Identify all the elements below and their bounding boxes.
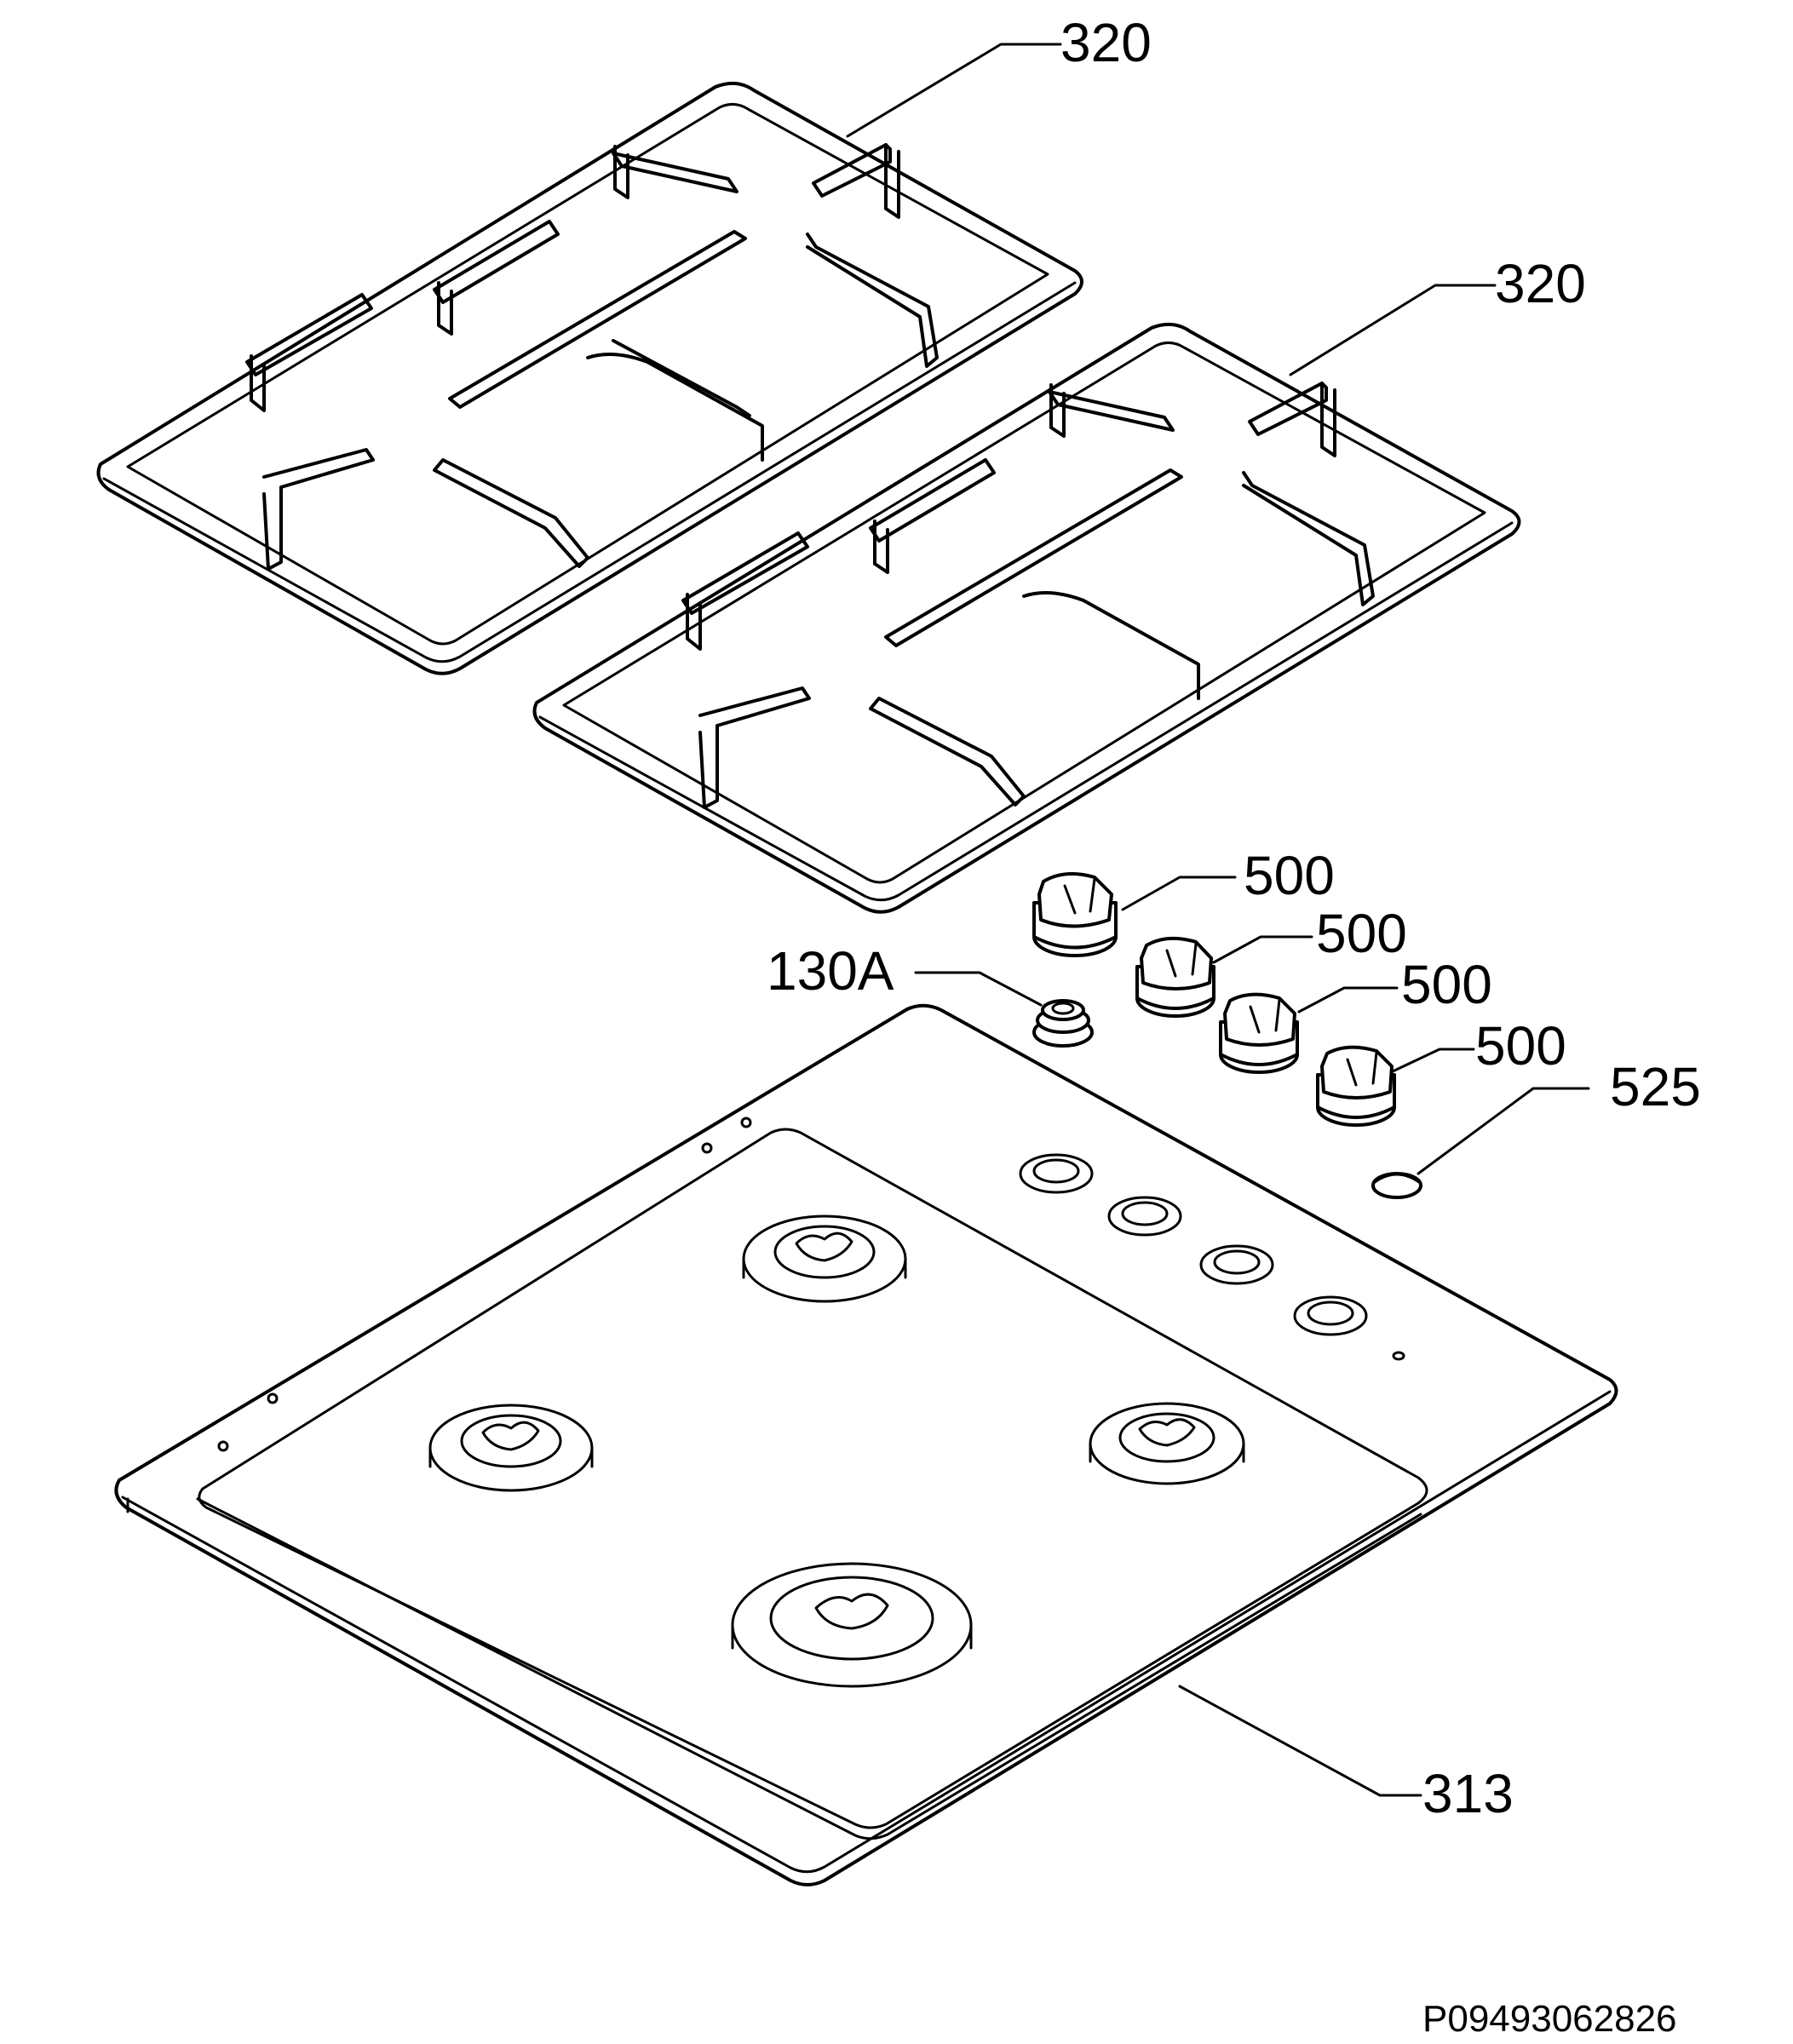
burner-left	[428, 1404, 594, 1492]
burner-right	[1089, 1402, 1245, 1485]
knob-holes	[1019, 1153, 1405, 1361]
spark-plug-130a	[1032, 999, 1094, 1048]
label-130a: 130A	[767, 940, 894, 1002]
pan-support-grate-1	[96, 81, 1083, 675]
document-id: P09493062826	[1422, 1998, 1677, 2040]
label-320-top: 320	[1060, 12, 1152, 73]
control-knob-2	[1135, 936, 1215, 1018]
hob-top-313	[114, 1003, 1618, 1886]
label-500-4: 500	[1475, 1015, 1566, 1077]
label-500-1: 500	[1244, 845, 1335, 906]
control-knob-3	[1219, 992, 1299, 1074]
control-knob-1	[1032, 872, 1118, 957]
label-525: 525	[1610, 1056, 1701, 1117]
button-cap-525	[1371, 1172, 1422, 1199]
label-320-right: 320	[1495, 253, 1586, 314]
label-500-2: 500	[1316, 903, 1407, 964]
label-313: 313	[1422, 1763, 1514, 1824]
burner-top	[742, 1214, 907, 1303]
pan-support-grate-2	[532, 322, 1521, 914]
label-500-3: 500	[1401, 954, 1492, 1015]
control-knob-4	[1316, 1045, 1396, 1127]
screw-holes	[217, 1117, 752, 1452]
leader-lines	[846, 43, 1590, 1797]
burner-front	[731, 1562, 973, 1688]
